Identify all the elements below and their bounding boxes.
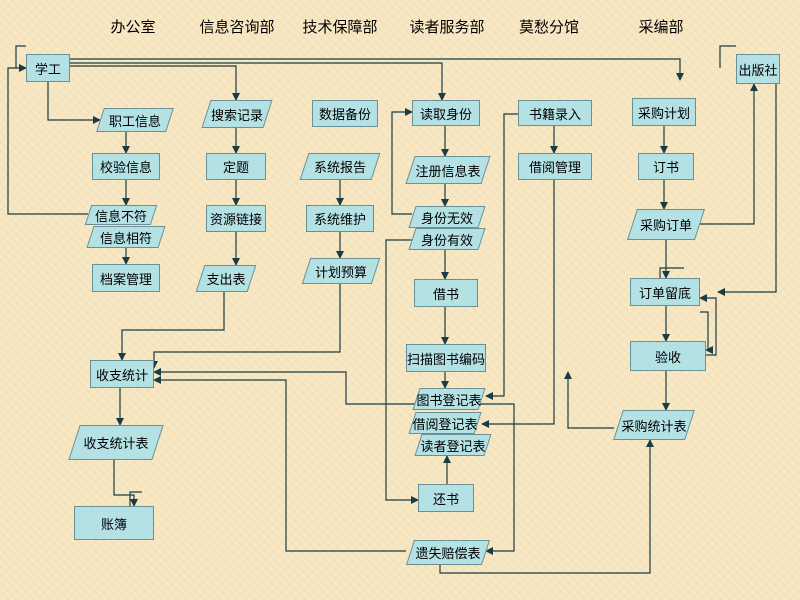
node-xinxi-xiangfu: 信息相符 xyxy=(90,226,162,248)
node-xuegong: 学工 xyxy=(26,54,70,82)
node-dingti: 定题 xyxy=(206,153,266,180)
node-yishi-peichang: 遗失赔偿表 xyxy=(410,540,486,565)
node-dingdan-liudi: 订单留底 xyxy=(630,278,700,306)
node-caigou-tongjibiao: 采购统计表 xyxy=(618,410,690,440)
dept-mochou-branch: 莫愁分馆 xyxy=(518,18,579,36)
dept-reader-service: 读者服务部 xyxy=(409,18,485,36)
node-ziyuan-lianjie: 资源链接 xyxy=(206,205,266,232)
node-yanshou: 验收 xyxy=(630,341,706,371)
node-sousuo-jilu: 搜索记录 xyxy=(206,100,268,128)
edge-dingdan-chubanshe xyxy=(700,83,758,225)
edge-yishi-shouzhi xyxy=(153,376,406,552)
edge-yusuan-shouzhi xyxy=(150,284,341,369)
node-caigou-dingdan: 采购订单 xyxy=(632,209,700,240)
tab-liudi xyxy=(659,267,684,280)
node-caigou-jihua: 采购计划 xyxy=(632,98,696,126)
node-shuju-beifen: 数据备份 xyxy=(312,100,378,127)
node-dingshu: 订书 xyxy=(638,153,694,180)
edge-yanshou-liudi xyxy=(699,294,717,356)
edge-luru-tushu xyxy=(485,113,518,400)
node-shenfen-wuxiao: 身份无效 xyxy=(412,206,482,228)
node-zhangbu: 账簿 xyxy=(74,506,154,540)
node-shouzhi-tongjibiao: 收支统计表 xyxy=(74,425,158,460)
edge-jieyue-jieyuebiao xyxy=(481,180,555,428)
edge-tushu-yishi xyxy=(480,403,515,555)
edge-yishi-caigoutongji xyxy=(439,439,654,574)
edge-xuegong-duqu xyxy=(70,62,446,101)
dept-office: 办公室 xyxy=(110,18,156,36)
node-duqu-shenfen: 读取身份 xyxy=(412,100,480,126)
edge-youxiao-huanshu xyxy=(385,239,419,504)
node-shouzhi-tongji: 收支统计 xyxy=(90,360,154,388)
node-dangan-guanli: 档案管理 xyxy=(92,264,160,292)
edge-xuegong-zhigong xyxy=(47,82,101,124)
tab-zhangbu xyxy=(129,491,142,506)
node-zhichu-biao: 支出表 xyxy=(200,265,252,292)
node-xinxi-bufu: 信息不符 xyxy=(88,205,154,225)
node-shenfen-youxiao: 身份有效 xyxy=(412,228,482,250)
node-jieshu: 借书 xyxy=(414,279,478,307)
dept-acquisition: 采编部 xyxy=(638,18,684,36)
tab-xuegong xyxy=(15,45,26,68)
edge-zhichu-shouzhi xyxy=(118,292,225,361)
edge-biao-zhangbu xyxy=(113,460,138,507)
node-jiaoyan-xinxi: 校验信息 xyxy=(92,153,160,180)
node-jihua-yusuan: 计划预算 xyxy=(306,258,376,284)
node-zhigong-xinxi: 职工信息 xyxy=(100,108,170,132)
node-xitong-weihu: 系统维护 xyxy=(306,205,374,232)
node-jieyue-guanli: 借阅管理 xyxy=(518,153,592,180)
dept-info-consult: 信息咨询部 xyxy=(199,18,275,36)
node-jieyue-dengjibiao: 借阅登记表 xyxy=(412,412,478,434)
edge-xuegong-caigou xyxy=(70,58,684,81)
tab-chubanshe xyxy=(719,45,736,68)
node-xitong-baogao: 系统报告 xyxy=(304,153,376,180)
edge-bufu-xuegong xyxy=(7,64,88,215)
edge-chubanshe-liudi xyxy=(717,84,777,296)
edge-liudi-yanshou-loop xyxy=(700,311,713,354)
node-huanshu: 还书 xyxy=(418,484,474,512)
node-tushu-dengjibiao: 图书登记表 xyxy=(416,388,482,410)
node-duzhe-dengjibiao: 读者登记表 xyxy=(418,434,488,456)
edge-wuxiao-duqu xyxy=(391,108,413,215)
node-zhuce-xinxibiao: 注册信息表 xyxy=(410,156,486,184)
node-saomiao-bianma: 扫描图书编码 xyxy=(406,344,486,372)
edge-caigoutongji-shouzhi xyxy=(564,371,614,429)
edge-tushu-shouzhi xyxy=(153,368,418,405)
node-shuji-luru: 书籍录入 xyxy=(518,100,592,126)
node-chubanshe: 出版社 xyxy=(736,54,780,84)
dept-tech-support: 技术保障部 xyxy=(302,18,378,36)
edge-xuegong-sousuo xyxy=(70,65,240,101)
